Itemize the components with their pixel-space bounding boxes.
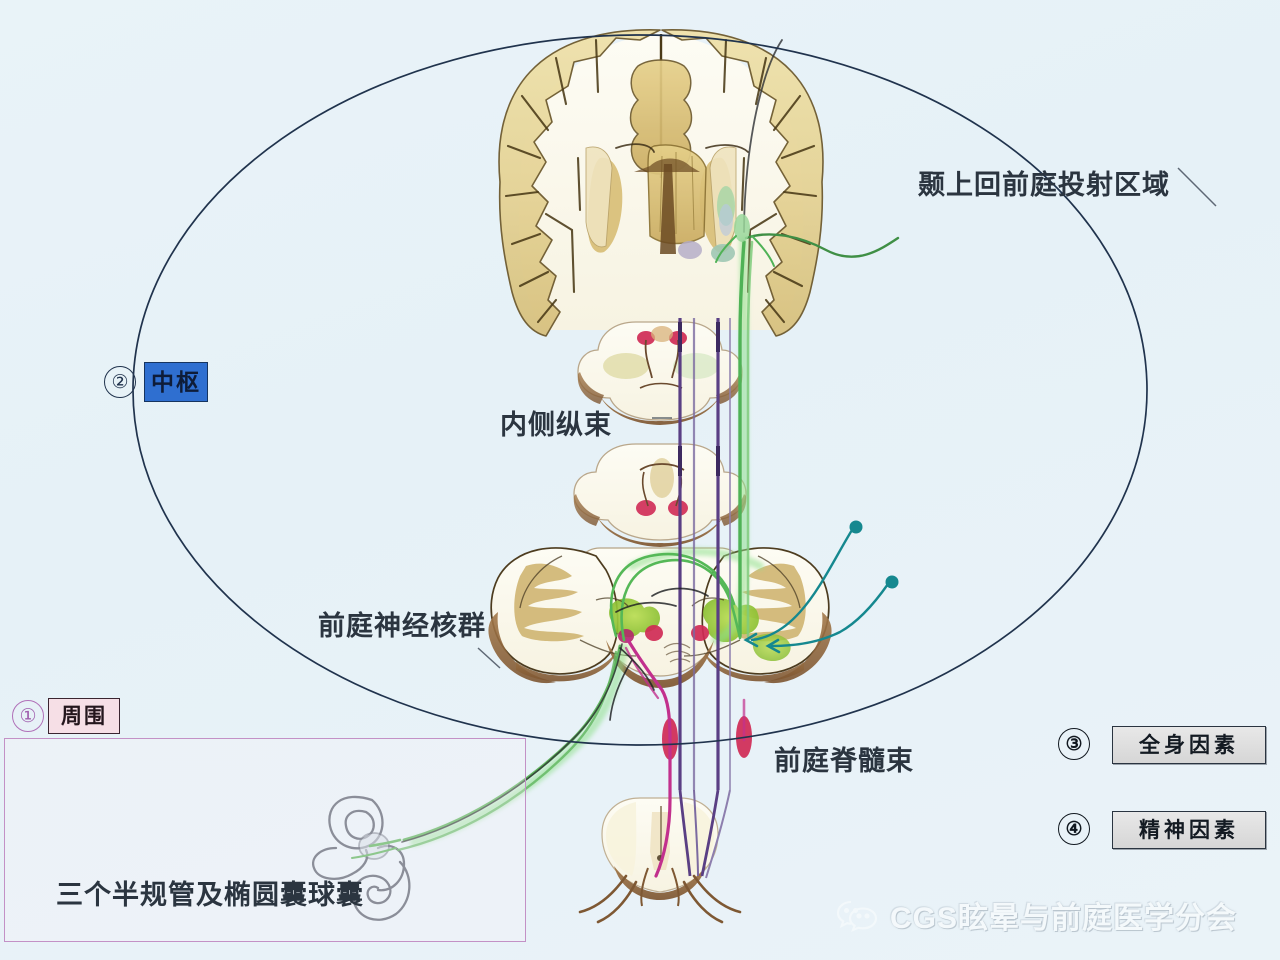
watermark-text: CGS眩晕与前庭医学分会 xyxy=(890,902,1238,935)
midbrain-section xyxy=(577,321,743,425)
watermark: CGS眩晕与前庭医学分会 xyxy=(836,893,1237,937)
wechat-icon xyxy=(836,900,878,932)
vestibulospinal-tract xyxy=(624,638,746,878)
label-temporal-projection: 颞上回前庭投射区域 xyxy=(918,170,1170,200)
pons-section xyxy=(573,443,747,547)
marker-central: ② xyxy=(104,366,136,398)
marker-peripheral: ① xyxy=(12,700,44,732)
peripheral-zone-box xyxy=(4,738,526,942)
marker-systemic-factors: ③ xyxy=(1058,728,1090,760)
label-vestibular-nuclei: 前庭神经核群 xyxy=(318,611,486,641)
vestibular-nerve-pathway xyxy=(351,643,623,859)
label-semicircular-canals: 三个半规管及椭圆囊球囊 xyxy=(56,880,364,910)
cerebello-vestibular-pathway xyxy=(743,520,899,654)
box-systemic-factors[interactable]: 全身因素 xyxy=(1112,726,1266,764)
marker-psychological-factors: ④ xyxy=(1058,813,1090,845)
label-medial-longitudinal-fasciculus: 内侧纵束 xyxy=(500,410,612,440)
box-psychological-factors[interactable]: 精神因素 xyxy=(1112,811,1266,849)
medial-longitudinal-fasciculus xyxy=(678,318,731,879)
label-vestibulospinal-tract: 前庭脊髓束 xyxy=(774,746,914,776)
tag-peripheral: 周围 xyxy=(48,698,120,734)
tag-central: 中枢 xyxy=(144,362,208,402)
cerebral-coronal-section xyxy=(498,29,824,337)
vestibulo-thalamo-cortical-tract xyxy=(715,39,900,638)
spinal-cord-section xyxy=(578,716,752,924)
